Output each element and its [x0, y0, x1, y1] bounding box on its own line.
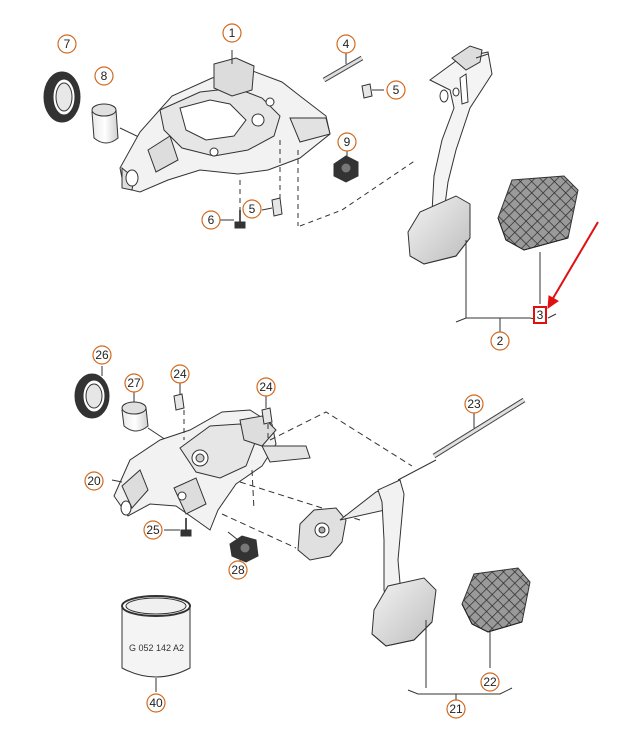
callout-21: 21	[446, 699, 466, 719]
callout-ring	[464, 394, 484, 414]
callout-number: 3	[537, 308, 544, 322]
callout-ring	[57, 34, 77, 54]
pedal-pad-part-22	[461, 567, 531, 668]
callout-number: 21	[449, 702, 463, 716]
callout-ring	[490, 331, 510, 351]
callout-ring	[386, 80, 406, 100]
seal-ring-part-7	[43, 71, 81, 123]
callout-22: 22	[480, 672, 500, 692]
callout-ring	[242, 199, 262, 219]
callout-23: 23	[464, 394, 484, 414]
callout-number: 24	[259, 380, 273, 394]
pedal-bracket-part-20	[111, 409, 311, 531]
bushing-part-27	[121, 392, 167, 441]
callout-40: 40	[146, 693, 166, 713]
callout-ring	[228, 560, 248, 580]
callout-ring	[92, 345, 112, 365]
callout-number: 1	[229, 26, 236, 40]
lower-assembly	[74, 366, 531, 704]
callout-8: 8	[94, 66, 114, 86]
callout-ring	[337, 132, 357, 152]
callout-ring	[124, 373, 144, 393]
callout-number: 7	[64, 37, 71, 51]
callout-number: 27	[127, 376, 141, 390]
pedal-bracket-part-1	[119, 50, 331, 193]
screw-part-6	[218, 210, 246, 229]
upper-assembly	[43, 45, 599, 332]
callout-ring	[446, 699, 466, 719]
callout-ring	[84, 471, 104, 491]
callout-24b: 24	[256, 377, 276, 397]
callout-number: 25	[146, 523, 160, 537]
callout-ring	[201, 210, 221, 230]
callout-number: 23	[467, 397, 481, 411]
callout-9: 9	[337, 132, 357, 152]
callout-7: 7	[57, 34, 77, 54]
callout-2: 2	[490, 331, 510, 351]
pivot-pin-part-4	[322, 52, 364, 83]
callout-number: 28	[231, 563, 245, 577]
callout-ring	[146, 693, 166, 713]
callout-number: 22	[483, 675, 497, 689]
callout-4: 4	[336, 34, 356, 54]
switch-part-28	[227, 531, 259, 566]
callout-ring	[256, 377, 276, 397]
highlight-box	[533, 306, 547, 324]
callout-5b: 5	[242, 199, 262, 219]
callout-ring	[94, 66, 114, 86]
clutch-pedal-part-21	[297, 459, 437, 688]
clip-part-24-left	[173, 376, 185, 440]
switch-part-9	[333, 150, 359, 183]
callout-number: 6	[208, 213, 215, 227]
callout-3: 3	[533, 306, 547, 324]
screw-part-25	[164, 518, 192, 537]
grease-can-part-40	[121, 595, 191, 692]
clip-part-5-upper	[361, 83, 384, 99]
callout-20: 20	[84, 471, 104, 491]
upper-dashed-leaders	[239, 140, 417, 227]
callout-ring	[336, 34, 356, 54]
pedal-pad-part-3	[497, 175, 579, 304]
callout-number: 4	[343, 37, 350, 51]
callout-28: 28	[228, 560, 248, 580]
callout-number: 2	[497, 334, 504, 348]
callout-number: 5	[249, 202, 256, 216]
callout-25: 25	[143, 520, 163, 540]
callout-ring	[170, 364, 190, 384]
callout-number: 24	[173, 367, 187, 381]
callout-24a: 24	[170, 364, 190, 384]
clip-part-5-lower	[261, 197, 283, 217]
highlight-arrow	[547, 221, 599, 310]
clip-part-24-right	[261, 392, 273, 440]
seal-ring-part-26	[74, 366, 110, 419]
callout-ring	[480, 672, 500, 692]
callout-number: 40	[149, 696, 163, 710]
shaft-part-23	[432, 397, 526, 459]
callout-27: 27	[124, 373, 144, 393]
callout-number: 20	[87, 474, 101, 488]
callout-number: 26	[95, 348, 109, 362]
callout-6: 6	[201, 210, 221, 230]
callout-number: 8	[101, 69, 108, 83]
callout-ring	[222, 23, 242, 43]
callout-ring	[143, 520, 163, 540]
callout-1: 1	[222, 23, 242, 43]
callout-5a: 5	[386, 80, 406, 100]
callout-number: 5	[393, 83, 400, 97]
callout-number: 9	[344, 135, 351, 149]
grease-can-label: G 052 142 A2	[129, 643, 184, 653]
brake-pedal-part-2	[407, 45, 493, 318]
callout-26: 26	[92, 345, 112, 365]
